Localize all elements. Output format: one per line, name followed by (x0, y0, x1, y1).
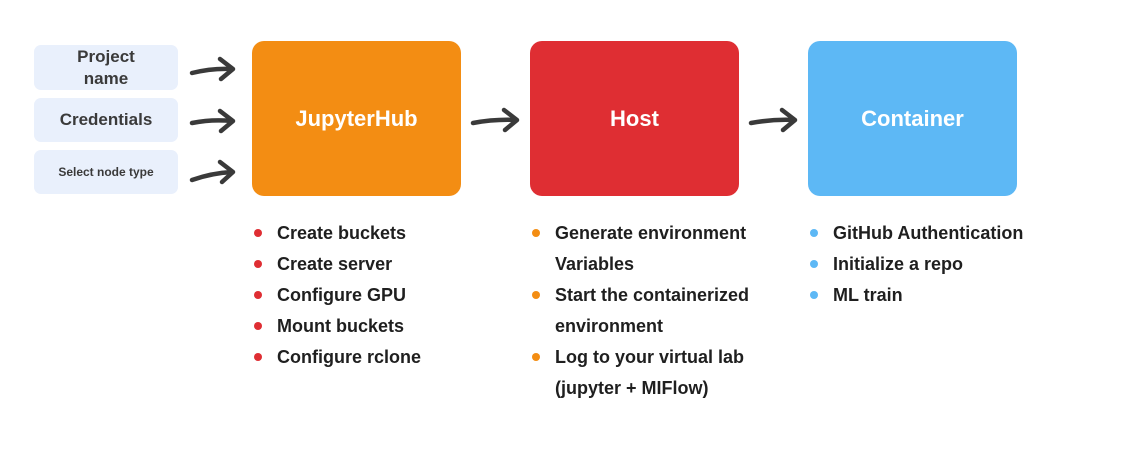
list-item: ML train (808, 280, 1108, 311)
bullet-icon (810, 229, 818, 237)
container-task-list: GitHub Authentication Initialize a repo … (808, 218, 1108, 311)
bullet-icon (254, 260, 262, 268)
input-label: Project name (77, 46, 135, 88)
bullet-icon (532, 353, 540, 361)
arrow-icon (470, 107, 520, 133)
bullet-icon (532, 291, 540, 299)
bullet-icon (254, 229, 262, 237)
list-item: Initialize a repo (808, 249, 1108, 280)
list-item: Generate environment Variables (530, 218, 785, 280)
bullet-icon (254, 291, 262, 299)
arrow-icon (748, 107, 798, 133)
arrow-icon (189, 56, 236, 82)
list-item: GitHub Authentication (808, 218, 1108, 249)
stage-host-box: Host (530, 41, 739, 196)
input-credentials: Credentials (34, 98, 178, 142)
input-project-name: Project name (34, 45, 178, 90)
bullet-icon (532, 229, 540, 237)
list-item: Create buckets (252, 218, 502, 249)
list-item: Create server (252, 249, 502, 280)
bullet-icon (810, 260, 818, 268)
input-label: Select node type (58, 165, 154, 179)
stage-title: Container (861, 105, 964, 131)
list-item: Configure rclone (252, 342, 502, 373)
arrow-icon (189, 108, 236, 134)
jupyterhub-task-list: Create buckets Create server Configure G… (252, 218, 502, 373)
input-select-node-type: Select node type (34, 150, 178, 194)
list-item: Start the containerized environment (530, 280, 785, 342)
stage-jupyterhub-box: JupyterHub (252, 41, 461, 196)
bullet-icon (254, 322, 262, 330)
stage-container-box: Container (808, 41, 1017, 196)
bullet-icon (810, 291, 818, 299)
input-label: Credentials (59, 110, 153, 129)
list-item: Mount buckets (252, 311, 502, 342)
list-item: Configure GPU (252, 280, 502, 311)
list-item: Log to your virtual lab (jupyter + MIFlo… (530, 342, 785, 404)
arrow-icon (189, 159, 236, 185)
stage-title: Host (610, 105, 659, 131)
bullet-icon (254, 353, 262, 361)
stage-title: JupyterHub (295, 105, 418, 131)
host-task-list: Generate environment Variables Start the… (530, 218, 785, 404)
